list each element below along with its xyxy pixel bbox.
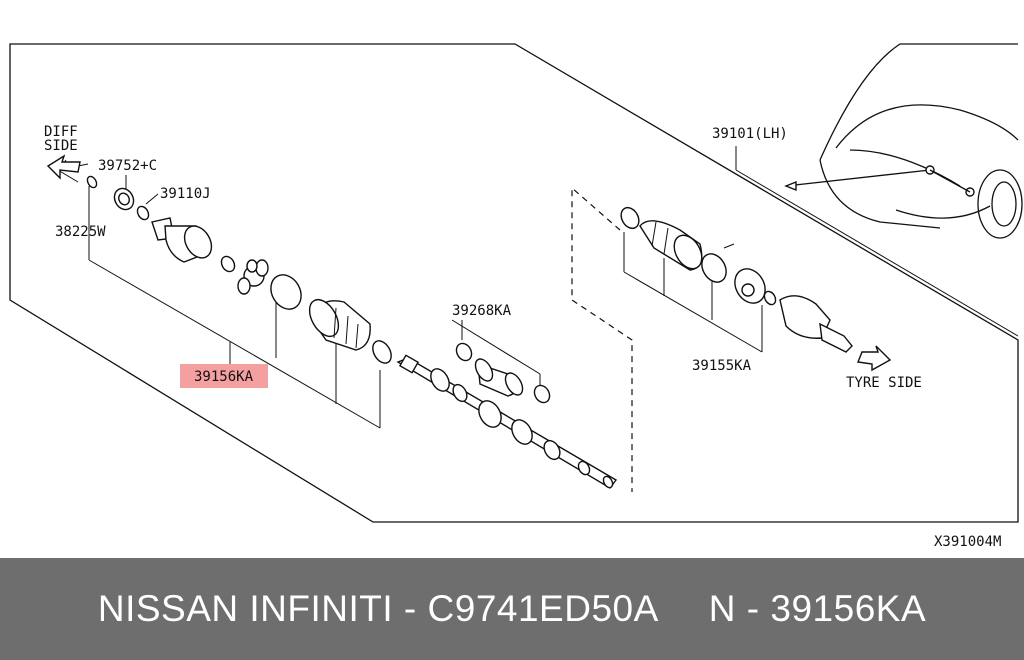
part-label-39752c: 39752+C [98, 158, 157, 174]
inner-joint-housing [151, 217, 213, 263]
outer-boot-band [620, 206, 640, 230]
outer-boot [639, 220, 703, 271]
highlight-39156ka [180, 364, 268, 388]
part-label-39101lh: 39101(LH) [712, 126, 788, 142]
outer-boot-band-large [701, 253, 727, 283]
diff-side-label-line1: DIFF [44, 124, 78, 140]
part-label-39155ka: 39155KA [692, 358, 752, 374]
drive-shaft [396, 354, 618, 489]
footer-bar: NISSAN INFINITI - C9741ED50A N - 39156KA [0, 558, 1024, 660]
assembly-dashed-box [571, 186, 633, 492]
diff-side-arrow-icon [46, 154, 89, 183]
parts-diagram: DIFF SIDE TYRE SIDE 39752+C 39110J 38225… [9, 43, 1023, 550]
snap-ring-38225w [86, 175, 98, 189]
circlip-39110j [136, 205, 150, 221]
outer-joint [779, 295, 853, 353]
footer-part-number: N - 39156KA [708, 588, 927, 629]
boot-band-small [372, 340, 392, 364]
diagram-frame [9, 43, 1019, 523]
band-clip [723, 243, 735, 249]
diagram-code: X391004M [934, 534, 1001, 550]
diff-side-label-line2: SIDE [44, 138, 78, 154]
tripod-spider [237, 259, 269, 295]
drive-shaft-exploded-view: DIFF SIDE TYRE SIDE 39752+C 39110J 38225… [9, 43, 1023, 550]
footer-brand-code: NISSAN INFINITI - C9741ED50A [97, 588, 659, 629]
cv-bearing-cage [734, 268, 766, 304]
oil-seal-39752c [113, 187, 135, 211]
part-label-38225w: 38225W [55, 224, 106, 240]
snap-ring-small [220, 255, 236, 273]
part-label-39110j: 39110J [160, 186, 211, 202]
part-label-39156ka: 39156KA [194, 369, 254, 385]
part-label-39268ka: 39268KA [452, 303, 512, 319]
dynamic-damper-39268ka [455, 342, 551, 404]
tyre-side-arrow-icon [857, 345, 892, 372]
outer-circlip [763, 290, 777, 306]
boot-band-39156ka [270, 274, 302, 310]
leader-lines [88, 146, 1019, 429]
inner-boot [308, 298, 371, 351]
car-illustration [784, 43, 1023, 239]
tyre-side-label: TYRE SIDE [846, 375, 922, 391]
